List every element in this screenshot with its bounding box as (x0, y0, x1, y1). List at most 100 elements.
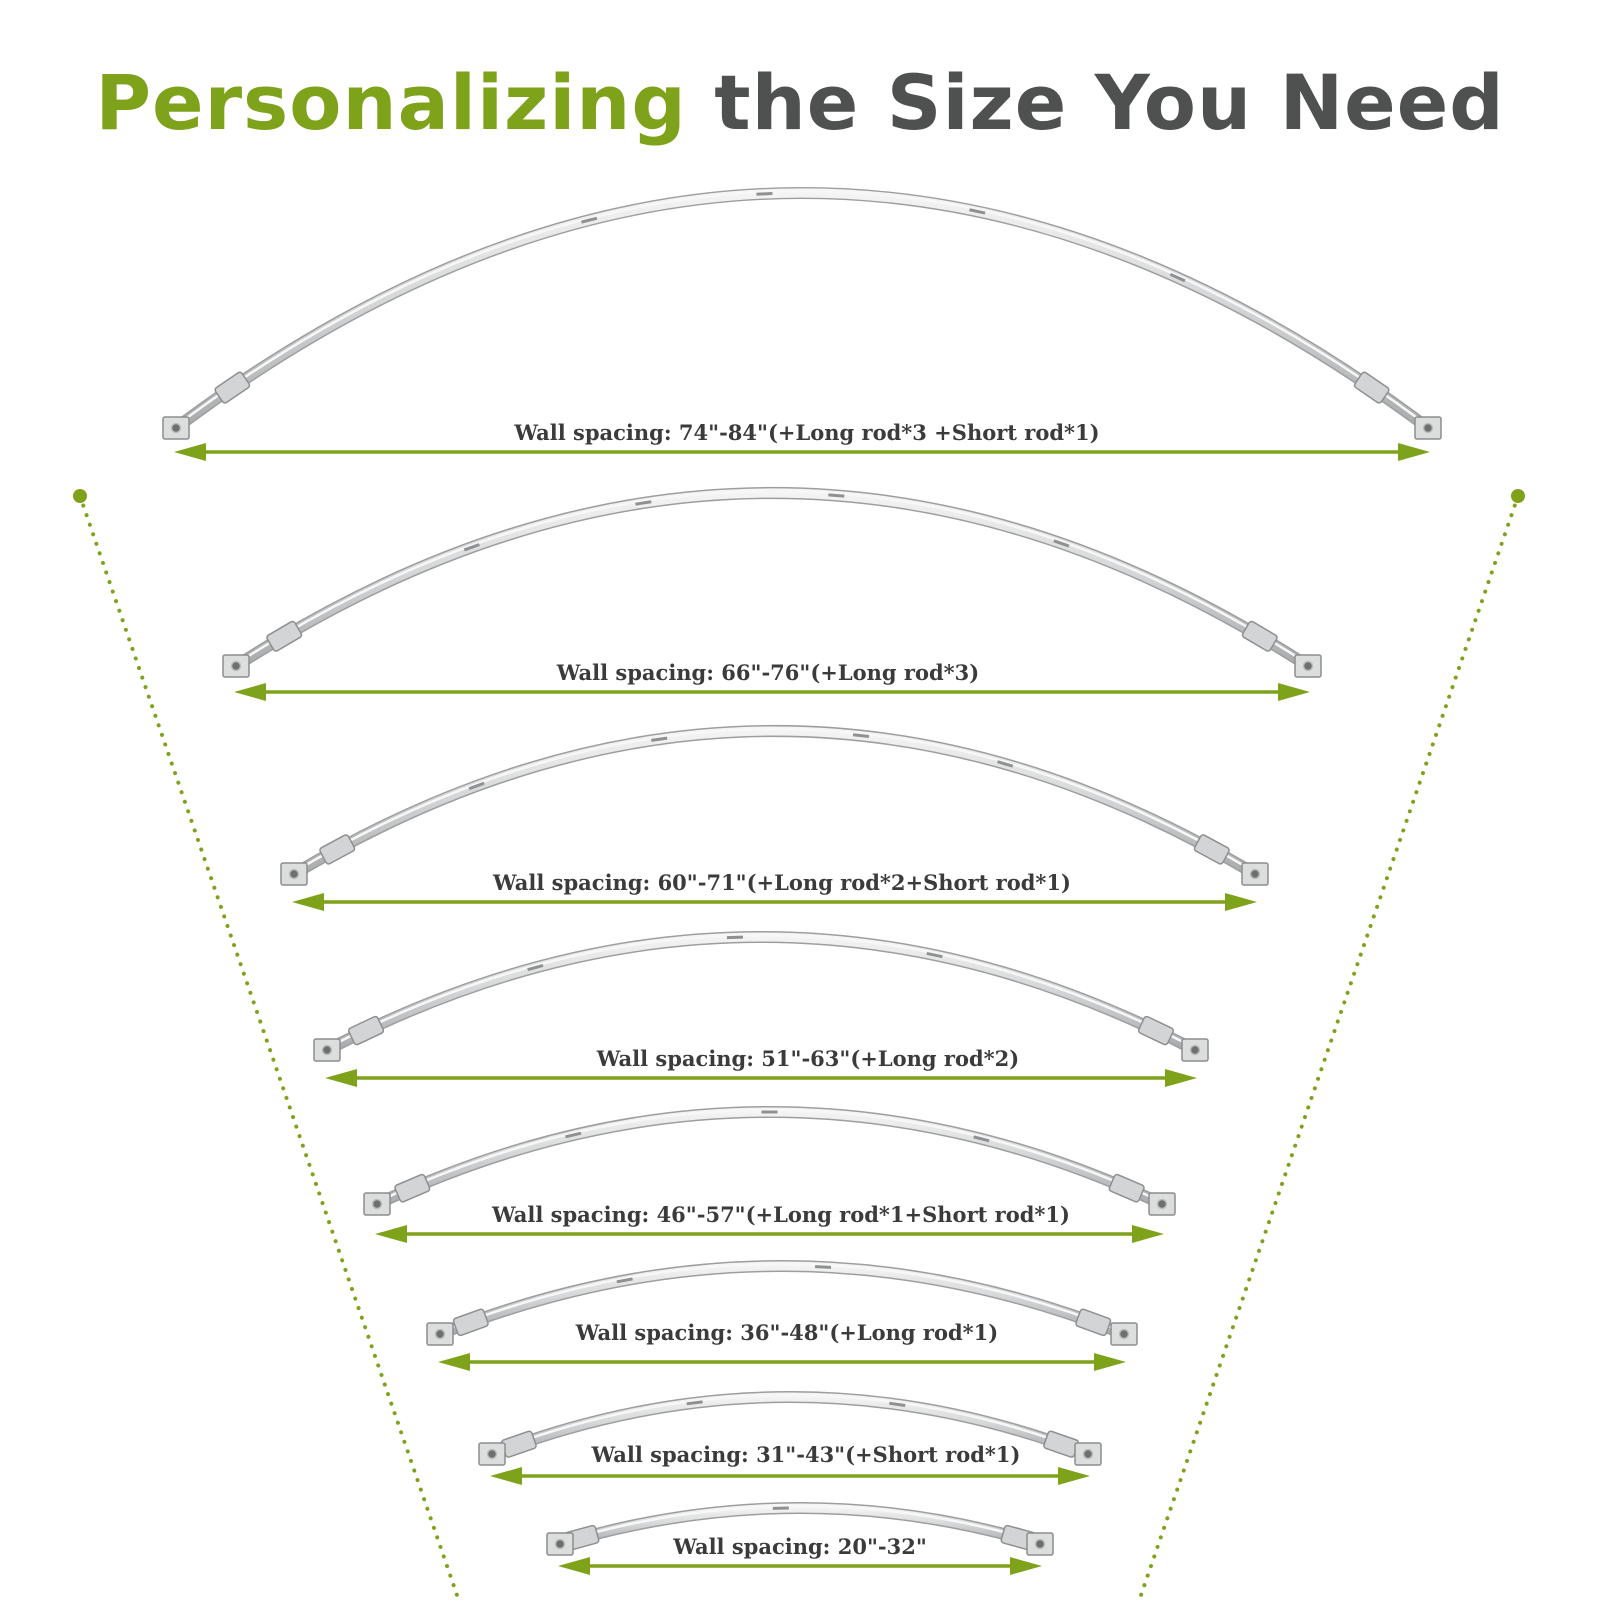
curved-rod (435, 1261, 1129, 1339)
arrow-head-left (438, 1353, 470, 1371)
wall-spacing-label: Wall spacing: 31"-43"(+Short rod*1) (591, 1442, 1021, 1467)
wall-spacing-label: Wall spacing: 51"-63"(+Long rod*2) (596, 1046, 1019, 1071)
wall-bracket-left (162, 416, 190, 440)
wall-bracket-left (363, 1192, 391, 1216)
rod-end-sleeve (214, 371, 251, 404)
rod-end-sleeve (319, 834, 356, 865)
rod-end-sleeve (1043, 1430, 1080, 1458)
wall-bracket-right (1241, 862, 1269, 886)
rod-highlight (292, 727, 1257, 874)
curved-rod (322, 932, 1200, 1055)
rod-highlight (375, 1108, 1164, 1204)
rod-joint (814, 1265, 832, 1269)
arrow-head-left (234, 683, 266, 701)
page-title: Personalizing the Size You Need (0, 58, 1600, 147)
rod-highlight (558, 1504, 1042, 1544)
rod-joint (616, 1277, 633, 1284)
rod-joint (772, 1506, 789, 1510)
rod-configurations: Wall spacing: 74"-84"(+Long rod*3 +Short… (162, 187, 1442, 1575)
bracket-screw (486, 1448, 498, 1460)
bracket-screw (230, 660, 242, 672)
wall-spacing-label: Wall spacing: 60"-71"(+Long rod*2+Short … (492, 870, 1071, 895)
rod-config-1: Wall spacing: 74"-84"(+Long rod*3 +Short… (162, 187, 1442, 461)
rod-joint (889, 1401, 906, 1407)
arrow-head-right (1058, 1467, 1090, 1485)
curved-rod (555, 1503, 1045, 1549)
rod-end-sleeve (266, 620, 303, 652)
rod-joint (463, 543, 480, 552)
wall-bracket-right (1294, 654, 1322, 678)
rod-highlight (174, 189, 1430, 428)
rod-config-6: Wall spacing: 36"-48"(+Long rod*1) (426, 1260, 1138, 1371)
rod-end-sleeve (1241, 620, 1278, 652)
funnel-guides (73, 489, 1525, 1600)
rod-end-sleeve (347, 1015, 385, 1046)
right-guide-line (1138, 494, 1520, 1600)
wall-bracket-right (1414, 416, 1442, 440)
arrow-head-right (1398, 443, 1430, 461)
wall-spacing-label: Wall spacing: 66"-76"(+Long rod*3) (556, 660, 979, 685)
arrow-head-right (1010, 1557, 1042, 1575)
arrow-head-left (325, 1069, 357, 1087)
rod-config-3: Wall spacing: 60"-71"(+Long rod*2+Short … (280, 725, 1269, 911)
bracket-screw (1118, 1328, 1130, 1340)
rod-config-8: Wall spacing: 20"-32" (546, 1502, 1054, 1575)
bracket-screw (1156, 1198, 1168, 1210)
rod-end-sleeve (1193, 834, 1230, 865)
right-guide-dot (1511, 489, 1525, 503)
wall-bracket-right (1181, 1038, 1209, 1062)
rod-highlight (234, 489, 1310, 666)
rod-highlight (490, 1393, 1090, 1454)
arrow-head-left (292, 893, 324, 911)
rod-joint (651, 736, 668, 742)
wall-spacing-label: Wall spacing: 20"-32" (672, 1534, 927, 1559)
left-guide-line (78, 494, 460, 1600)
rod-joint (1169, 272, 1186, 283)
rod-end-sleeve (1353, 371, 1390, 404)
bracket-screw (434, 1328, 446, 1340)
wall-spacing-label: Wall spacing: 36"-48"(+Long rod*1) (575, 1320, 998, 1345)
rod-joint (969, 208, 986, 215)
bracket-screw (321, 1044, 333, 1056)
dimension-arrow (438, 1353, 1126, 1371)
curved-rod (487, 1392, 1093, 1459)
bracket-screw (1302, 660, 1314, 672)
arrow-head-right (1225, 893, 1257, 911)
wall-bracket-left (313, 1038, 341, 1062)
curved-rod (171, 188, 1433, 433)
rod-joint (581, 216, 598, 224)
rod-highlight (438, 1262, 1126, 1334)
wall-bracket-left (478, 1442, 506, 1466)
rod-joint (686, 1400, 703, 1406)
arrow-head-right (1132, 1225, 1164, 1243)
arrow-head-left (375, 1225, 407, 1243)
rod-end-sleeve (1137, 1015, 1175, 1046)
rod-joint (828, 493, 845, 498)
dimension-arrow (558, 1557, 1042, 1575)
bracket-screw (1082, 1448, 1094, 1460)
wall-bracket-right (1148, 1192, 1176, 1216)
rod-joint (468, 781, 485, 791)
bracket-screw (1189, 1044, 1201, 1056)
rod-end-sleeve (452, 1308, 489, 1337)
arrow-head-left (558, 1557, 590, 1575)
rod-highlight (325, 933, 1197, 1050)
rod-joint (761, 1110, 778, 1114)
wall-bracket-right (1110, 1322, 1138, 1346)
bracket-screw (371, 1198, 383, 1210)
wall-bracket-left (426, 1322, 454, 1346)
rod-joint (852, 733, 870, 738)
dimension-arrow (174, 443, 1430, 461)
wall-bracket-right (1026, 1532, 1054, 1556)
rod-joint (527, 964, 544, 972)
arrow-head-left (174, 443, 206, 461)
rod-joint (635, 500, 652, 506)
arrow-head-right (1165, 1069, 1197, 1087)
rod-joint (726, 935, 744, 940)
rod-joint (926, 951, 943, 959)
dimension-arrow (234, 683, 1310, 701)
wall-bracket-left (222, 654, 250, 678)
rod-joint (997, 760, 1014, 768)
arrow-head-right (1094, 1353, 1126, 1371)
rod-end-sleeve (1075, 1308, 1112, 1337)
